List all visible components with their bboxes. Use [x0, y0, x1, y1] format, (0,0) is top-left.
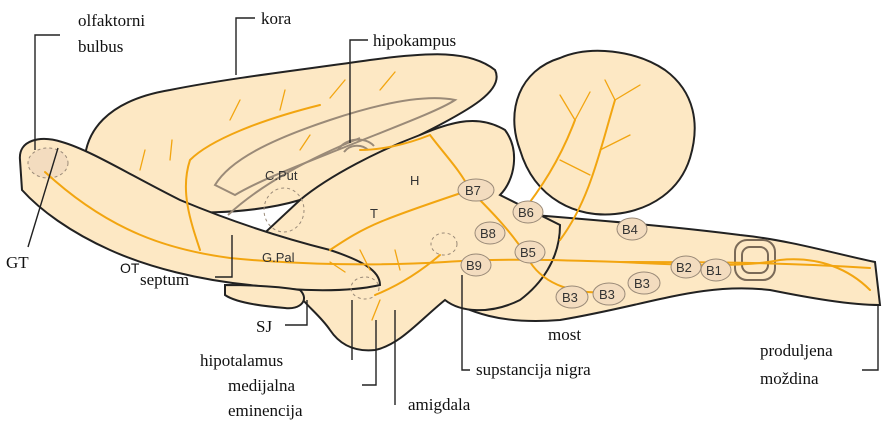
label-median-eminence-2: eminencija: [228, 401, 303, 420]
label-septum: septum: [140, 270, 189, 289]
label-hippocampus: hipokampus: [373, 31, 456, 50]
label-hypothalamus: hipotalamus: [200, 351, 283, 370]
nucleus-b9-label: B9: [466, 258, 482, 273]
leader-medulla: [862, 305, 878, 370]
nucleus-b4-label: B4: [622, 222, 638, 237]
region-habenula: H: [410, 173, 419, 188]
septum-region: [225, 285, 304, 308]
label-pons: most: [548, 325, 581, 344]
nucleus-b3-right-label: B3: [634, 276, 650, 291]
nucleus-b2-label: B2: [676, 260, 692, 275]
nucleus-b6-label: B6: [518, 205, 534, 220]
nucleus-b8-label: B8: [480, 226, 496, 241]
leader-cortex: [236, 18, 255, 75]
cerebellum-shape: [514, 51, 694, 215]
label-cortex: kora: [261, 9, 292, 28]
label-substantia-nigra: supstancija nigra: [476, 360, 591, 379]
label-medulla-2: moždina: [760, 369, 819, 388]
label-sj: SJ: [256, 317, 272, 336]
nucleus-b3-left-label: B3: [562, 290, 578, 305]
region-thalamus: T: [370, 206, 378, 221]
region-globus-pallidus: G.Pal: [262, 250, 295, 265]
label-ot: OT: [120, 260, 140, 276]
nucleus-b7-label: B7: [465, 183, 481, 198]
label-olfactory-bulb-2: bulbus: [78, 37, 123, 56]
nucleus-b5-label: B5: [520, 245, 536, 260]
nucleus-b1-label: B1: [706, 263, 722, 278]
label-amygdala: amigdala: [408, 395, 471, 414]
leader-olfactory-bulb: [35, 35, 60, 150]
brain-outline: [20, 51, 880, 351]
region-caudate-putamen: C.Put: [265, 168, 298, 183]
label-olfactory-bulb-1: olfaktorni: [78, 11, 145, 30]
label-gt: GT: [6, 253, 29, 272]
label-median-eminence-1: medijalna: [228, 376, 295, 395]
label-medulla-1: produljena: [760, 341, 833, 360]
nucleus-b3-center-label: B3: [599, 287, 615, 302]
